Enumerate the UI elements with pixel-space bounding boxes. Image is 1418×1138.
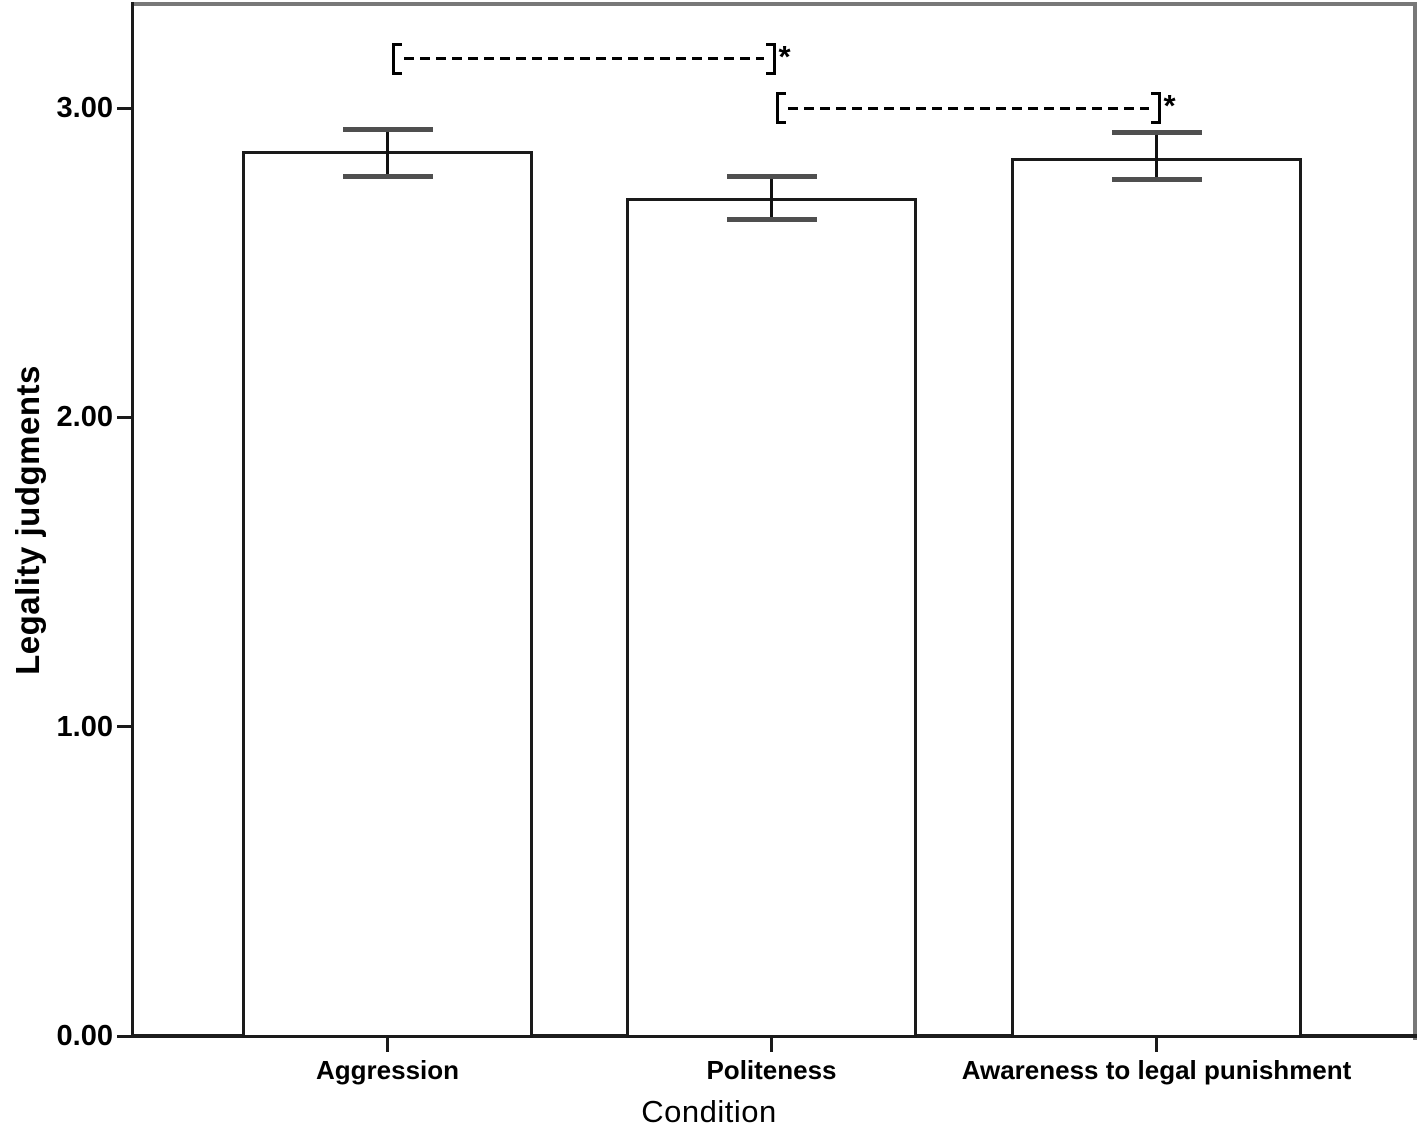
- x-tick: [770, 1038, 773, 1052]
- error-bar-line: [386, 129, 389, 177]
- x-category-label: Politeness: [706, 1055, 837, 1085]
- y-axis-line: [131, 2, 134, 1036]
- y-tick: [117, 1034, 131, 1038]
- y-tick-label: 3.00: [56, 92, 113, 125]
- x-tick: [1155, 1038, 1158, 1052]
- x-category-label: Aggression: [315, 1055, 460, 1085]
- error-bar-cap-top: [1111, 130, 1202, 136]
- y-tick: [117, 415, 131, 419]
- error-bar-cap-top: [342, 127, 433, 133]
- significance-star: *: [1163, 88, 1176, 124]
- x-tick: [386, 1038, 389, 1052]
- significance-dashed-line: [403, 57, 764, 61]
- y-tick-label: 2.00: [56, 401, 113, 434]
- x-category-label: Awareness to legal punishment: [961, 1055, 1352, 1085]
- error-bar-line: [1155, 132, 1158, 180]
- error-bar-cap-bottom: [726, 216, 817, 222]
- plot-frame-right: [1413, 2, 1417, 1040]
- error-bar-cap-top: [726, 173, 817, 179]
- y-tick: [117, 725, 131, 729]
- y-tick-label: 1.00: [56, 710, 113, 743]
- significance-bracket-close: [765, 42, 776, 75]
- bar-politeness: [626, 197, 917, 1038]
- significance-star: *: [778, 38, 791, 74]
- significance-bracket-open: [391, 42, 402, 75]
- bar-awareness-to-legal-punishment: [1011, 157, 1302, 1038]
- plot-frame-top: [131, 2, 1417, 6]
- significance-bracket-open: [775, 92, 786, 125]
- y-tick: [117, 106, 131, 110]
- error-bar-cap-bottom: [1111, 176, 1202, 182]
- significance-dashed-line: [787, 106, 1149, 110]
- error-bar-cap-bottom: [342, 173, 433, 179]
- x-axis-title: Condition: [641, 1094, 777, 1129]
- significance-bracket-close: [1150, 92, 1161, 125]
- error-bar-line: [770, 176, 773, 220]
- bar-aggression: [242, 151, 533, 1038]
- y-tick-label: 0.00: [56, 1020, 113, 1052]
